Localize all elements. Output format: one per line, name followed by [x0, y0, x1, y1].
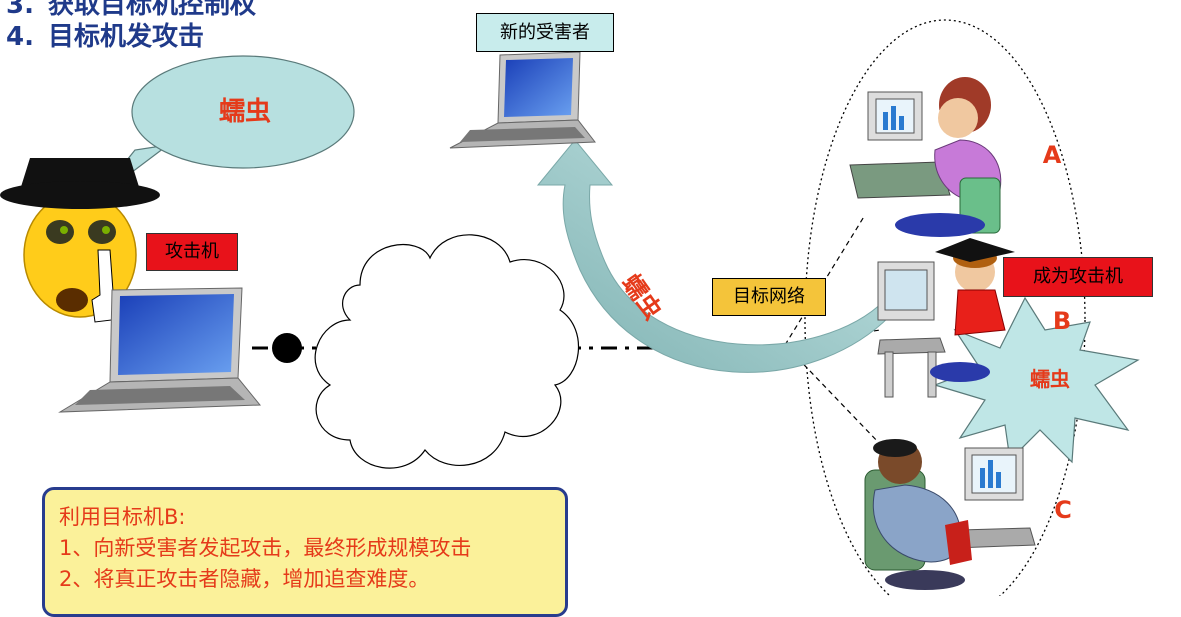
attacker-machine-label: 攻击机	[146, 233, 238, 271]
network-diagram	[0, 19, 1140, 596]
step-4-heading: 4.目标机发攻击	[6, 22, 204, 52]
worm-speech-label: 蠕虫	[218, 97, 271, 127]
note-line-1: 1、向新受害者发起攻击，最终形成规模攻击	[59, 536, 472, 560]
host-b-user	[877, 238, 1015, 398]
target-network-boundary	[804, 19, 1086, 596]
host-c-label: C	[1054, 496, 1072, 524]
attacker-laptop	[58, 287, 262, 413]
step-3-heading: 3.获取目标机控制权	[6, 0, 256, 20]
new-victim-laptop	[449, 51, 596, 149]
becomes-attacker-label: 成为攻击机	[1003, 257, 1153, 297]
host-b-label: B	[1052, 307, 1072, 335]
host-c-user	[864, 439, 1036, 590]
host-a-user	[849, 77, 1002, 237]
note-title: 利用目标机B:	[59, 505, 186, 529]
target-network-label: 目标网络	[712, 278, 826, 316]
host-a-label: A	[1042, 141, 1062, 169]
note-line-2: 2、将真正攻击者隐藏，增加追查难度。	[59, 567, 430, 591]
worm-propagation-arrow	[536, 139, 901, 373]
attacker-figure	[0, 158, 160, 323]
worm-burst-label: 蠕虫	[1030, 367, 1070, 391]
explanation-note: 利用目标机B: 1、向新受害者发起攻击，最终形成规模攻击 2、将真正攻击者隐藏，…	[42, 487, 568, 617]
new-victim-label: 新的受害者	[476, 13, 614, 52]
internet-cloud	[314, 234, 580, 469]
